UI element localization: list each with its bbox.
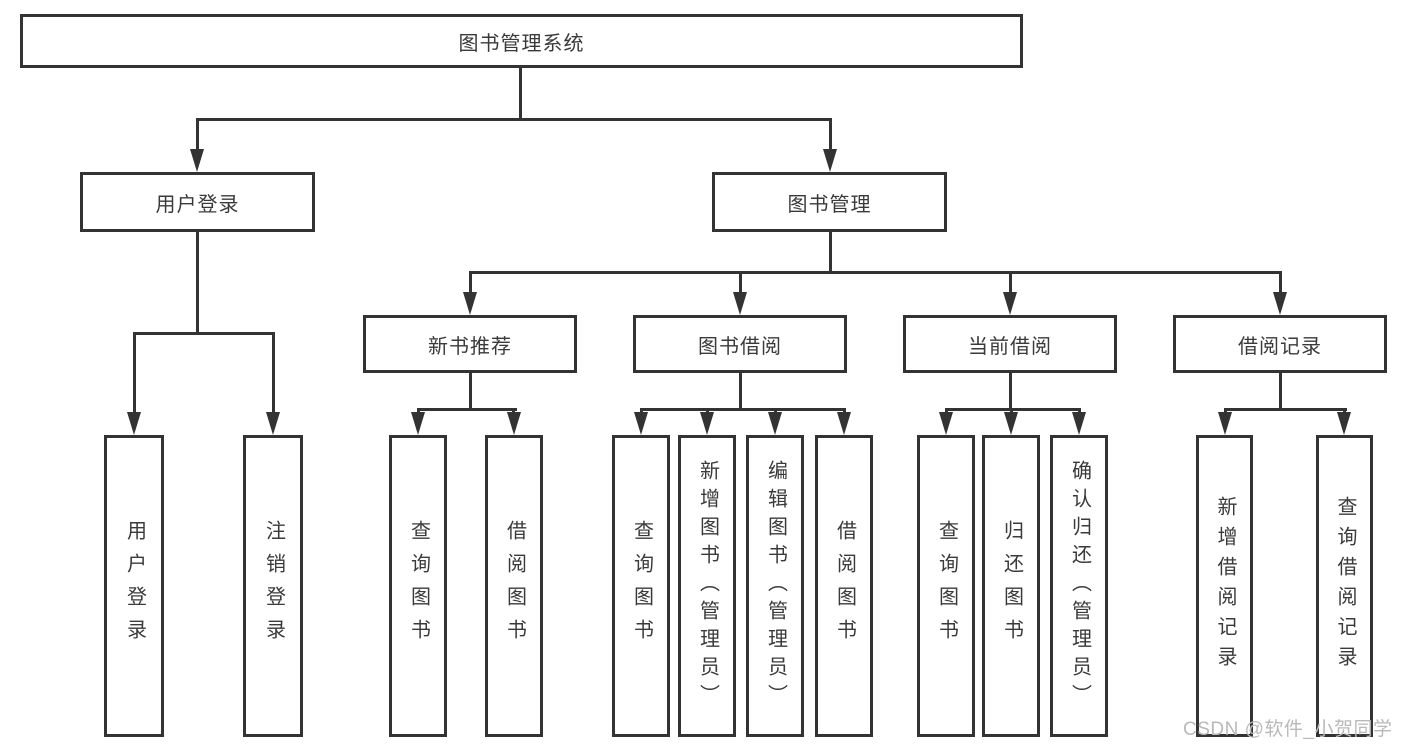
leaf-user-login-label: 用户登录 (123, 520, 146, 652)
node-book-management: 图书管理 (712, 172, 947, 232)
arrow-down-icon (1003, 292, 1017, 315)
node-current-borrow: 当前借阅 (903, 315, 1117, 373)
connector-line (945, 408, 1081, 411)
connector-line (739, 271, 742, 295)
arrow-down-icon (634, 412, 648, 435)
leaf-return-book: 归还图书 (982, 435, 1040, 737)
arrow-down-icon (768, 412, 782, 435)
connector-line (272, 332, 275, 414)
leaf-query-book-3: 查询图书 (917, 435, 975, 737)
leaf-return-book-label: 归还图书 (1000, 520, 1023, 652)
leaf-borrow-book-2-label: 借阅图书 (833, 520, 856, 652)
node-user-login-label: 用户登录 (155, 193, 240, 216)
arrow-down-icon (823, 149, 837, 172)
connector-line (133, 332, 136, 414)
arrow-down-icon (411, 412, 425, 435)
connector-line (1009, 373, 1012, 411)
leaf-edit-book-admin-label: 编辑图书（管理员） (764, 460, 787, 712)
node-new-book-recommend: 新书推荐 (363, 315, 577, 373)
node-current-borrow-label: 当前借阅 (968, 335, 1052, 358)
leaf-edit-book-admin: 编辑图书（管理员） (746, 435, 804, 737)
connector-line (469, 271, 472, 295)
arrow-down-icon (507, 412, 521, 435)
leaf-borrow-book-2: 借阅图书 (815, 435, 873, 737)
leaf-add-book-admin-label: 新增图书（管理员） (696, 460, 719, 712)
leaf-user-login: 用户登录 (104, 435, 164, 737)
connector-line (640, 408, 846, 411)
arrow-down-icon (463, 292, 477, 315)
leaf-borrow-book-1-label: 借阅图书 (503, 520, 526, 652)
arrow-down-icon (127, 412, 141, 435)
connector-line (519, 68, 522, 120)
node-borrow-records-label: 借阅记录 (1238, 335, 1322, 358)
connector-line (1224, 408, 1347, 411)
leaf-logout: 注销登录 (243, 435, 303, 737)
arrow-down-icon (1072, 412, 1086, 435)
arrow-down-icon (700, 412, 714, 435)
node-borrow-records: 借阅记录 (1173, 315, 1387, 373)
leaf-query-borrow-record-label: 查询借阅记录 (1334, 496, 1356, 676)
leaf-query-book-1-label: 查询图书 (407, 520, 430, 652)
leaf-confirm-return-admin-label: 确认归还（管理员） (1068, 460, 1091, 712)
connector-line (196, 118, 199, 152)
csdn-watermark: CSDN @软件_小贺同学 (1183, 719, 1393, 740)
leaf-query-book-2: 查询图书 (612, 435, 670, 737)
leaf-query-book-2-label: 查询图书 (630, 520, 653, 652)
connector-line (829, 118, 832, 152)
node-book-borrow: 图书借阅 (633, 315, 847, 373)
node-root-label: 图书管理系统 (458, 32, 585, 55)
node-book-management-label: 图书管理 (787, 193, 872, 216)
connector-line (829, 232, 832, 274)
leaf-query-book-3-label: 查询图书 (935, 520, 958, 652)
leaf-query-borrow-record: 查询借阅记录 (1316, 435, 1373, 737)
leaf-query-book-1: 查询图书 (389, 435, 447, 737)
leaf-add-book-admin: 新增图书（管理员） (678, 435, 736, 737)
node-user-login: 用户登录 (80, 172, 315, 232)
connector-line (469, 271, 1282, 274)
arrow-down-icon (266, 412, 280, 435)
connector-line (196, 232, 199, 335)
connector-line (469, 373, 472, 411)
arrow-down-icon (190, 149, 204, 172)
connector-line (1279, 271, 1282, 295)
arrow-down-icon (1218, 412, 1232, 435)
connector-line (196, 118, 832, 121)
connector-line (739, 373, 742, 411)
arrow-down-icon (837, 412, 851, 435)
arrow-down-icon (939, 412, 953, 435)
leaf-borrow-book-1: 借阅图书 (485, 435, 543, 737)
leaf-add-borrow-record-label: 新增借阅记录 (1214, 496, 1236, 676)
leaf-confirm-return-admin: 确认归还（管理员） (1050, 435, 1108, 737)
arrow-down-icon (1004, 412, 1018, 435)
connector-line (1009, 271, 1012, 295)
node-root: 图书管理系统 (20, 14, 1023, 68)
connector-line (133, 332, 275, 335)
leaf-logout-label: 注销登录 (262, 520, 285, 652)
connector-line (417, 408, 517, 411)
connector-line (1279, 373, 1282, 411)
node-book-borrow-label: 图书借阅 (698, 335, 782, 358)
arrow-down-icon (1337, 412, 1351, 435)
arrow-down-icon (1273, 292, 1287, 315)
node-new-book-recommend-label: 新书推荐 (428, 335, 512, 358)
leaf-add-borrow-record: 新增借阅记录 (1196, 435, 1253, 737)
arrow-down-icon (733, 292, 747, 315)
